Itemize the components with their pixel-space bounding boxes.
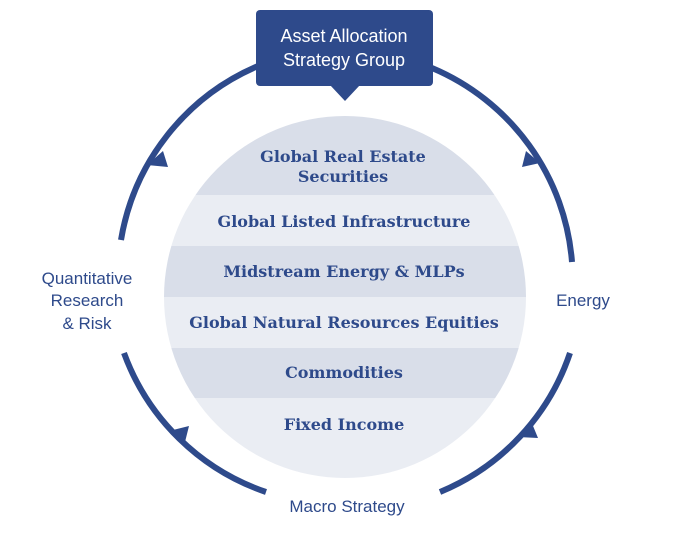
arrow-top-right-icon: [522, 151, 540, 167]
band-label-global-real-estate-line2: Securities: [298, 167, 388, 186]
arrow-bottom-right-icon: [518, 421, 538, 438]
ring-arc-top-right: [430, 65, 575, 263]
header-box-pointer: [330, 85, 360, 101]
band-label-commodities: Commodities: [285, 363, 403, 382]
band-global-listed-infrastructure: [164, 195, 526, 246]
header-title-line2: Strategy Group: [283, 50, 405, 70]
label-quantitative-line1: Quantitative: [42, 269, 133, 288]
arrow-bottom-left-icon: [169, 426, 189, 446]
band-label-fixed-income: Fixed Income: [284, 415, 405, 434]
label-macro-strategy: Macro Strategy: [289, 497, 405, 516]
label-quantitative-line3: & Risk: [62, 314, 112, 333]
header-box: Asset Allocation Strategy Group: [256, 10, 433, 101]
band-midstream-energy: [164, 246, 526, 297]
band-label-global-listed-infrastructure: Global Listed Infrastructure: [218, 212, 471, 231]
ring-arrows: [147, 151, 540, 446]
band-commodities: [164, 348, 526, 398]
ring-arc-top-left: [118, 63, 260, 241]
band-label-global-real-estate-line1: Global Real Estate: [260, 147, 426, 166]
header-box-background: [256, 10, 433, 86]
band-global-natural-resources: [164, 297, 526, 348]
header-title-line1: Asset Allocation: [280, 26, 407, 46]
arrow-top-left-icon: [147, 151, 168, 167]
label-quantitative-line2: Research: [51, 291, 124, 310]
label-energy: Energy: [556, 291, 610, 310]
band-label-global-natural-resources: Global Natural Resources Equities: [189, 313, 499, 332]
band-label-midstream-energy: Midstream Energy & MLPs: [223, 262, 464, 281]
